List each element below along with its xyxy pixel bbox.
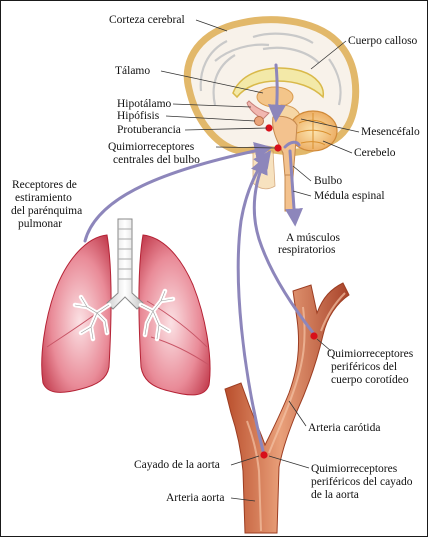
leader-talamo [160, 70, 264, 94]
label-hipofisis: Hipófisis [117, 110, 160, 122]
right-bronchi-edge [140, 290, 174, 340]
leader-cerebelo [322, 140, 353, 154]
label-perif-carotideo-2: periféricos del [331, 361, 397, 373]
aortic-afferent-pathway [236, 150, 272, 453]
leader-hipotalamo [172, 103, 252, 108]
label-perif-aorta-3: de la aorta [311, 489, 359, 501]
trachea-rings [118, 228, 132, 280]
leader-bulbo [292, 165, 312, 182]
lung-afferent-pathway [83, 142, 273, 243]
label-cayado: Cayado de la aorta [134, 459, 220, 471]
leader-perif-aorta [268, 455, 310, 469]
label-perif-carotideo-3: cuerpo corotídeo [331, 374, 409, 386]
leader-aorta [230, 497, 256, 502]
cortex-descending-pathway [267, 63, 286, 123]
label-quimio-centrales-2: centrales del bulbo [113, 154, 200, 166]
leader-quimio-centrales [215, 146, 276, 149]
label-receptores-1: Receptores de [12, 179, 77, 191]
label-mesencefalo: Mesencéfalo [361, 126, 420, 138]
labels: Corteza cerebral Cuerpo calloso Tálamo H… [11, 14, 420, 504]
trachea [106, 218, 144, 310]
leader-cayado [230, 455, 260, 466]
label-cerebelo: Cerebelo [354, 147, 396, 159]
left-bronchi-edge [74, 296, 110, 340]
lungs [41, 218, 211, 396]
label-perif-carotideo-1: Quimiorreceptores [327, 348, 414, 360]
corpus-callosum [232, 67, 325, 99]
label-aorta: Arteria aorta [166, 492, 224, 504]
artery-highlight [246, 292, 346, 532]
leader-mesencefalo [300, 118, 360, 133]
receptor-dots [260, 124, 318, 459]
label-musculos-2: respiratorios [278, 244, 336, 256]
leader-hipofisis [165, 115, 256, 122]
label-quimio-centrales-1: Quimiorreceptores [108, 141, 195, 153]
cortex-gyri [199, 32, 342, 106]
leader-medula [292, 190, 312, 197]
label-bulbo: Bulbo [314, 175, 342, 187]
carotid-body-dot [310, 332, 318, 340]
label-perif-aorta-1: Quimiorreceptores [311, 463, 398, 475]
leader-corteza [195, 19, 228, 32]
leader-protuberancia [184, 127, 268, 131]
label-corteza: Corteza cerebral [109, 14, 185, 26]
central-chemoreceptor-dot [274, 144, 282, 152]
leader-lines [160, 19, 360, 502]
leader-calloso [310, 40, 347, 70]
pons-dot [265, 124, 273, 132]
label-musculos-1: A músculos [286, 232, 341, 244]
neural-pathways [83, 63, 316, 453]
carotid-afferent-pathway [251, 155, 316, 336]
label-medula: Médula espinal [314, 190, 385, 202]
label-hipotalamo: Hipotálamo [117, 98, 172, 110]
pituitary [254, 116, 264, 126]
cerebellum-folia [296, 113, 332, 149]
arteries [224, 282, 350, 534]
label-carotida: Arteria carótida [308, 422, 380, 434]
aortic-arch-dot [260, 451, 268, 459]
label-receptores-4: pulmonar [18, 218, 62, 230]
leader-perif-carotideo [316, 338, 332, 352]
left-lung [41, 234, 112, 393]
thalamus [256, 86, 294, 108]
label-receptores-3: del parénquima [11, 205, 82, 217]
pons-loop-pathway [283, 140, 301, 149]
motor-efferent-pathway [285, 149, 303, 227]
label-receptores-2: estiramiento [15, 192, 72, 204]
leader-carotida [288, 400, 307, 427]
label-calloso: Cuerpo calloso [348, 35, 418, 47]
label-talamo: Tálamo [115, 65, 150, 77]
label-perif-aorta-2: periféricos del cayado [311, 476, 413, 488]
label-protuberancia: Protuberancia [117, 124, 181, 136]
